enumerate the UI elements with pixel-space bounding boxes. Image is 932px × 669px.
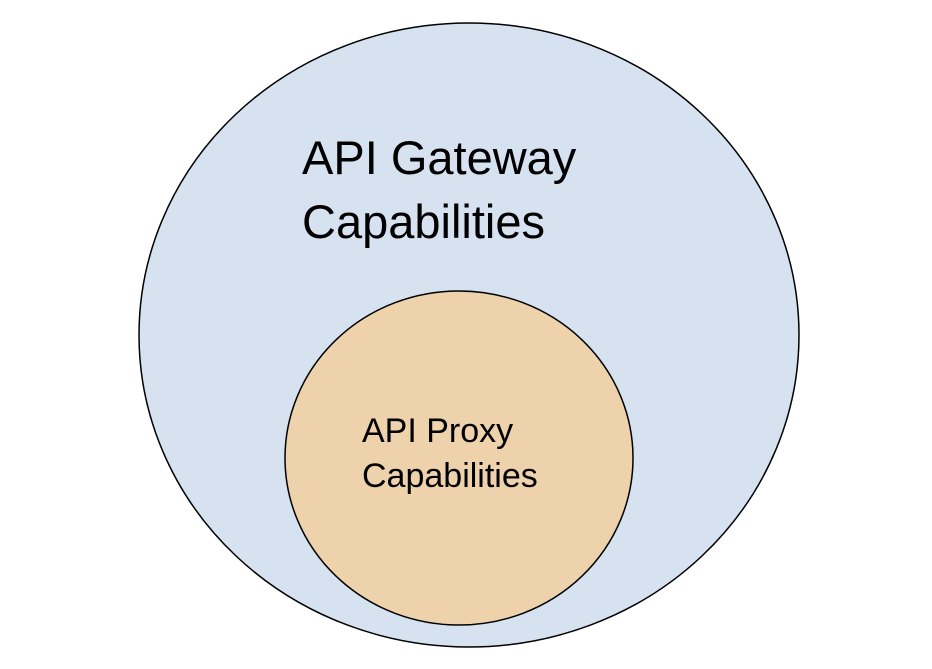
proxy-capabilities-label: API Proxy Capabilities (362, 409, 538, 499)
inner-ellipse-proxy (284, 290, 634, 626)
proxy-label-line1: API Proxy (362, 412, 514, 450)
proxy-label-line2: Capabilities (362, 457, 538, 495)
gateway-label-line1: API Gateway (302, 131, 577, 184)
gateway-label-line2: Capabilities (302, 195, 545, 248)
gateway-capabilities-label: API Gateway Capabilities (302, 126, 576, 254)
